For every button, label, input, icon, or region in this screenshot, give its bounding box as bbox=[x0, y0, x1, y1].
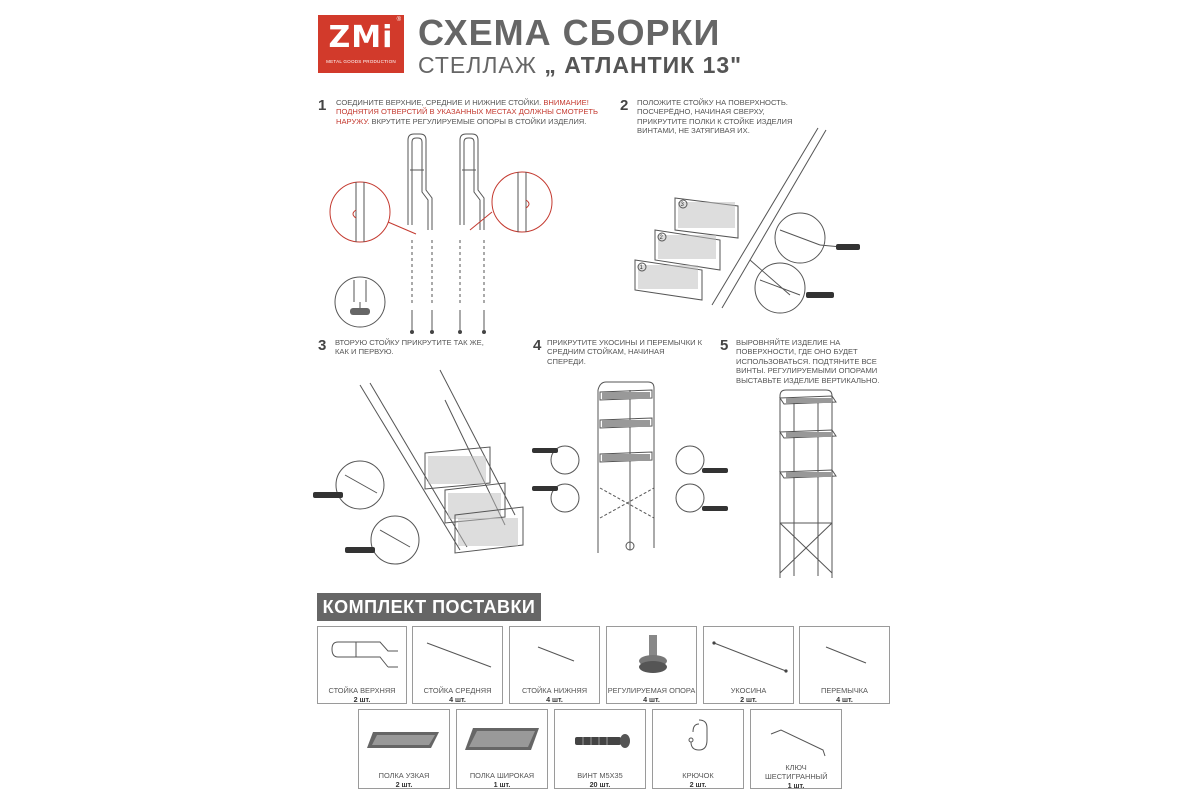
kit-item: Полка широкая 1 шт. bbox=[456, 709, 548, 789]
page-subtitle: СТЕЛЛАЖ „ АТЛАНТИК 13" bbox=[418, 52, 742, 79]
kit-item-name: Укосина bbox=[730, 686, 767, 695]
step-1-illustration bbox=[329, 133, 553, 334]
brand-logo: ® ZMi METAL GOODS PRODUCTION bbox=[318, 15, 404, 73]
kit-item: Укосина 2 шт. bbox=[703, 626, 794, 704]
step-text: Выровняйте изделие на поверхности, где о… bbox=[736, 338, 880, 385]
kit-item-qty: 4 шт. bbox=[643, 695, 660, 704]
kit-item-qty: 4 шт. bbox=[836, 695, 853, 704]
svg-text:1: 1 bbox=[640, 265, 644, 271]
lower-post-icon bbox=[537, 646, 575, 662]
step-number: 2 bbox=[620, 97, 629, 114]
kit-item-qty: 4 шт. bbox=[546, 695, 563, 704]
kit-item-qty: 2 шт. bbox=[395, 780, 413, 789]
kit-item-qty: 4 шт. bbox=[449, 695, 466, 704]
kit-item-qty: 2 шт. bbox=[353, 695, 371, 704]
kit-item: Крючок 2 шт. bbox=[652, 709, 744, 789]
step-5-illustration bbox=[779, 389, 837, 578]
kit-item-name: Крючок bbox=[682, 771, 714, 780]
product-name: „ АТЛАНТИК 13" bbox=[544, 52, 743, 78]
registered-mark: ® bbox=[396, 17, 401, 23]
hex-key-icon bbox=[770, 729, 826, 757]
kit-item-name: Полка широкая bbox=[469, 771, 535, 780]
wide-shelf-icon bbox=[465, 728, 539, 750]
step-text: Вторую стойку прикрутите так же, как и п… bbox=[335, 338, 484, 357]
shelf-1: 1 bbox=[634, 259, 703, 301]
subtitle-prefix: СТЕЛЛАЖ bbox=[418, 52, 538, 78]
svg-text:3: 3 bbox=[681, 202, 685, 208]
warning-text: Внимание! Поднятия отверстий в указанных… bbox=[336, 98, 599, 126]
step-2-illustration: 3 2 1 bbox=[634, 127, 860, 314]
narrow-shelf-icon bbox=[367, 732, 439, 748]
brace-icon bbox=[712, 641, 788, 673]
step-3-illustration bbox=[313, 369, 524, 565]
step-number: 1 bbox=[318, 97, 327, 114]
kit-item-qty: 2 шт. bbox=[740, 695, 757, 704]
kit-item-qty: 20 шт. bbox=[589, 780, 611, 789]
kit-item-qty: 1 шт. bbox=[493, 780, 511, 789]
upper-post-icon bbox=[331, 641, 398, 668]
kit-item-qty: 1 шт. bbox=[787, 781, 805, 790]
kit-item-name: Стойка нижняя bbox=[521, 686, 588, 695]
kit-item-qty: 2 шт. bbox=[689, 780, 707, 789]
kit-item-name: Регулируемая опора bbox=[607, 686, 696, 695]
kit-title: КОМПЛЕКТ ПОСТАВКИ bbox=[317, 593, 541, 621]
shelf-2: 2 bbox=[654, 229, 721, 271]
step-number: 5 bbox=[720, 337, 729, 354]
page-title: СХЕМА СБОРКИ bbox=[418, 12, 721, 53]
kit-item-name: Полка узкая bbox=[378, 771, 430, 780]
logo-subtitle: METAL GOODS PRODUCTION bbox=[326, 59, 396, 64]
kit-item-name: Винт М5х35 bbox=[577, 771, 623, 780]
hook-icon bbox=[688, 719, 708, 751]
step-number: 3 bbox=[318, 337, 327, 354]
shelf-3: 3 bbox=[674, 197, 739, 239]
kit-item: Полка узкая 2 шт. bbox=[358, 709, 450, 789]
logo-mark: ZMi bbox=[328, 20, 394, 55]
kit-item: Ключ шестигранный 1 шт. bbox=[750, 709, 842, 790]
kit-item: Винт М5х35 20 шт. bbox=[554, 709, 646, 789]
kit-item-name: Стойка верхняя bbox=[328, 686, 396, 695]
step-text: Положите стойку на поверхность. Посчерёд… bbox=[637, 98, 793, 136]
svg-text:2: 2 bbox=[660, 235, 664, 241]
kit-item-name: Стойка средняя bbox=[423, 686, 492, 695]
kit-item: Стойка нижняя 4 шт. bbox=[509, 626, 600, 704]
kit-item: Регулируемая опора 4 шт. bbox=[606, 626, 697, 704]
kit-item: Перемычка 4 шт. bbox=[799, 626, 890, 704]
crossbar-icon bbox=[825, 646, 867, 664]
kit-item: Стойка средняя 4 шт. bbox=[412, 626, 503, 704]
step-4-illustration bbox=[532, 381, 728, 553]
kit-item-name: Перемычка bbox=[821, 686, 868, 695]
screw-icon bbox=[575, 734, 630, 748]
middle-post-icon bbox=[426, 642, 492, 668]
adjustable-foot-icon bbox=[639, 635, 667, 673]
kit-item-name: Ключ шестигранный bbox=[765, 763, 828, 781]
kit-item: Стойка верхняя 2 шт. bbox=[317, 626, 407, 704]
step-text: Соедините верхние, средние и нижние стой… bbox=[336, 98, 599, 126]
step-text: Прикрутите укосины и перемычки к средним… bbox=[547, 338, 703, 366]
step-number: 4 bbox=[533, 337, 542, 354]
